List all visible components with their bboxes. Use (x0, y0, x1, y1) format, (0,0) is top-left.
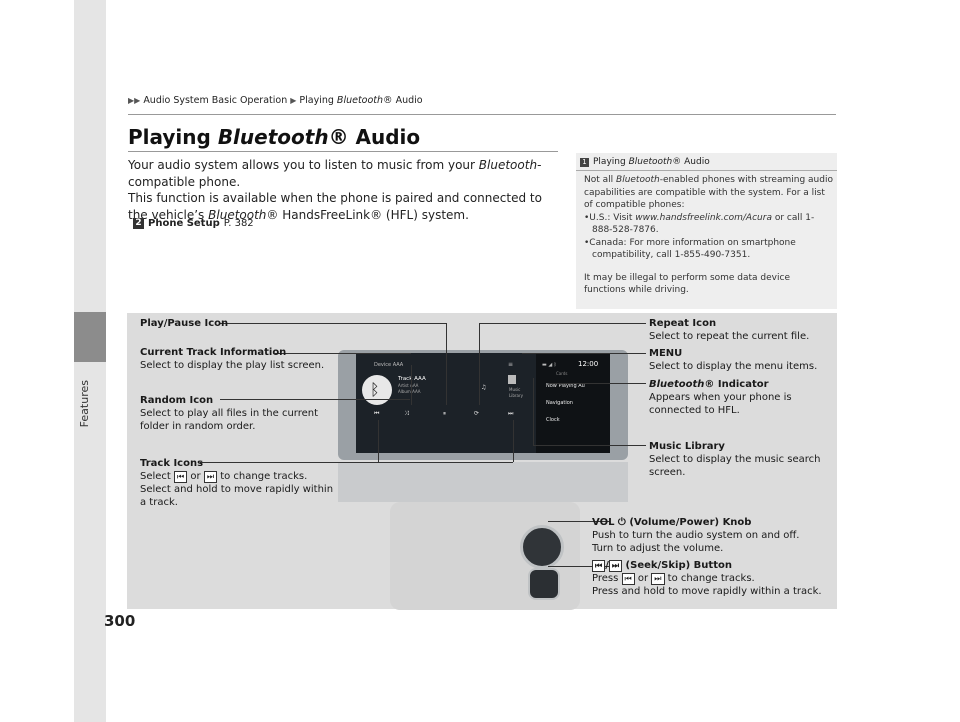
page-number: 300 (104, 612, 136, 630)
xref-label: Phone Setup (148, 218, 220, 229)
sidebar-section-label: Features (78, 380, 91, 428)
callout-bluetooth-indicator: Bluetooth® Indicator Appears when your p… (649, 379, 792, 416)
random-icon: ⤨ (404, 410, 409, 417)
screen-menu-item: Navigation (546, 400, 573, 406)
prev-track-icon: ⏮ (174, 471, 188, 483)
callout-play-pause: Play/Pause Icon (140, 318, 229, 329)
screen-menu-item: Clock (546, 417, 560, 423)
power-icon: ⏻ (617, 517, 626, 528)
note-list-item: •Canada: For more information on smartph… (584, 237, 796, 261)
breadcrumb-arrow-icon: ▶▶ (128, 96, 141, 105)
callout-repeat: Repeat Icon Select to repeat the current… (649, 318, 810, 342)
next-track-icon: ⏭ (651, 573, 665, 585)
next-track-icon: ⏭ (608, 560, 623, 572)
prev-track-icon: ⏮ (621, 573, 635, 585)
dashboard-lower (338, 462, 628, 502)
leader-line (513, 420, 514, 462)
callout-vol-knob: VOL ⏻ (Volume/Power) Knob Push to turn t… (592, 517, 800, 554)
leader-line (378, 420, 379, 462)
leader-line (220, 323, 446, 324)
title-rule (128, 151, 558, 152)
music-library-icon (508, 375, 516, 384)
page-title: Playing Bluetooth® Audio (128, 125, 421, 149)
callout-current-track: Current Track Information Select to disp… (140, 347, 325, 371)
breadcrumb-item[interactable]: Audio System Basic Operation (143, 95, 288, 106)
note-paragraph: It may be illegal to perform some data d… (584, 272, 790, 296)
leader-line (220, 399, 410, 400)
intro-paragraph: Your audio system allows you to listen t… (128, 158, 542, 222)
prev-track-icon: ⏮ (374, 410, 380, 417)
phone-setup-link[interactable]: 2 Phone Setup P. 382 (133, 218, 254, 229)
leader-line (522, 353, 646, 354)
note-reference-icon: 1 (580, 157, 589, 167)
play-pause-icon: ⏸ (443, 410, 446, 417)
next-track-icon: ⏭ (203, 471, 218, 483)
side-note: 1 Playing Bluetooth® Audio Not all Bluet… (576, 153, 837, 309)
leader-line (411, 365, 412, 405)
leader-line (549, 383, 646, 384)
xref-page: P. 382 (223, 218, 254, 229)
next-track-icon: ⏭ (508, 410, 514, 417)
callout-random: Random Icon Select to play all files in … (140, 395, 319, 432)
cross-reference-icon: 2 (133, 218, 144, 229)
repeat-icon: ⟳ (474, 410, 479, 417)
note-rule (576, 170, 837, 171)
prev-track-icon: ⏮ (592, 560, 606, 572)
screen-artist: Artist AAA (398, 383, 419, 388)
breadcrumb-arrow-icon: ▶ (290, 96, 297, 105)
breadcrumb: ▶▶ Audio System Basic Operation ▶ Playin… (128, 95, 423, 106)
note-body: Not all Bluetooth-enabled phones with st… (584, 174, 834, 297)
leader-line (548, 521, 610, 522)
leader-line (479, 323, 646, 324)
callout-music-library: Music Library Select to display the musi… (649, 441, 821, 478)
screen-library-label: Library (509, 393, 524, 398)
svg-text:ᛒ: ᛒ (370, 380, 380, 399)
callout-seek-skip: ⏮/⏭ (Seek/Skip) Button Press ⏮ or ⏭ to c… (592, 560, 822, 597)
audio-display-screen: Device AAA ᛒ Track AAA Artist AAA Album … (356, 353, 610, 453)
leader-line (533, 378, 534, 445)
callout-track-icons: Track Icons Select ⏮ or ⏭ to change trac… (140, 458, 334, 508)
seek-skip-button[interactable] (528, 568, 560, 600)
menu-icon: ≡ (508, 361, 513, 368)
screen-contents: Device AAA ᛒ Track AAA Artist AAA Album … (356, 353, 610, 453)
screen-album: Album AAA (398, 389, 421, 394)
leader-line (275, 353, 411, 354)
leader-line (548, 566, 610, 567)
screen-menu-item: Now Playing Au (546, 383, 585, 389)
bluetooth-logo-icon (362, 375, 392, 405)
leader-line (200, 462, 513, 463)
section-tab-marker (74, 312, 106, 362)
callout-menu: MENU Select to display the menu items. (649, 348, 818, 372)
screen-device-name: Device AAA (374, 362, 404, 368)
screen-cards: Cards (556, 371, 567, 376)
leader-line (479, 323, 480, 405)
volume-knob[interactable] (520, 525, 564, 569)
header-rule (128, 114, 836, 115)
leader-line (533, 445, 646, 446)
note-list-item: •U.S.: Visit www.handsfreelink.com/Acura… (584, 212, 815, 236)
screen-clock: 12:00 (578, 360, 598, 368)
breadcrumb-item[interactable]: Playing Bluetooth® Audio (299, 95, 423, 106)
screen-music-label: Music (509, 387, 520, 392)
svg-text:♫: ♫ (481, 384, 486, 391)
note-paragraph: Not all Bluetooth-enabled phones with st… (584, 175, 833, 210)
note-heading: 1 Playing Bluetooth® Audio (580, 157, 710, 167)
leader-line (446, 323, 447, 405)
status-icons: ▬ ◢ ᛒ (542, 362, 557, 368)
